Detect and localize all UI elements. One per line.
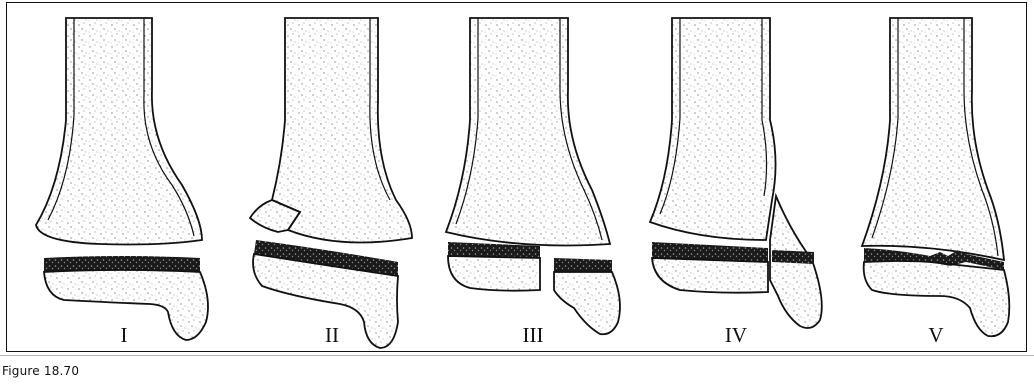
- bone-type-v: [862, 18, 1009, 336]
- epiphysis-medial: [448, 256, 540, 291]
- metaphysis-shaft: [650, 18, 776, 240]
- label-type-ii: II: [302, 323, 362, 348]
- caption-divider: [0, 355, 1034, 356]
- metaphysis-shaft: [446, 18, 610, 246]
- epiphysis: [652, 258, 768, 293]
- metaphysis-shaft: [36, 18, 202, 245]
- label-type-v: V: [906, 323, 966, 348]
- bone-type-ii: [250, 18, 412, 348]
- growth-plate: [772, 250, 814, 264]
- growth-plate: [554, 258, 612, 272]
- bone-type-i: [36, 18, 208, 340]
- label-type-i: I: [94, 323, 154, 348]
- figure-caption: Figure 18.70: [2, 364, 79, 378]
- label-type-iv: IV: [706, 323, 766, 348]
- label-type-iii: III: [503, 323, 563, 348]
- bone-type-iii: [446, 18, 620, 334]
- epiphysis-lateral: [554, 272, 620, 334]
- bone-type-iv: [650, 18, 822, 328]
- metaphysis-shaft: [862, 18, 1004, 260]
